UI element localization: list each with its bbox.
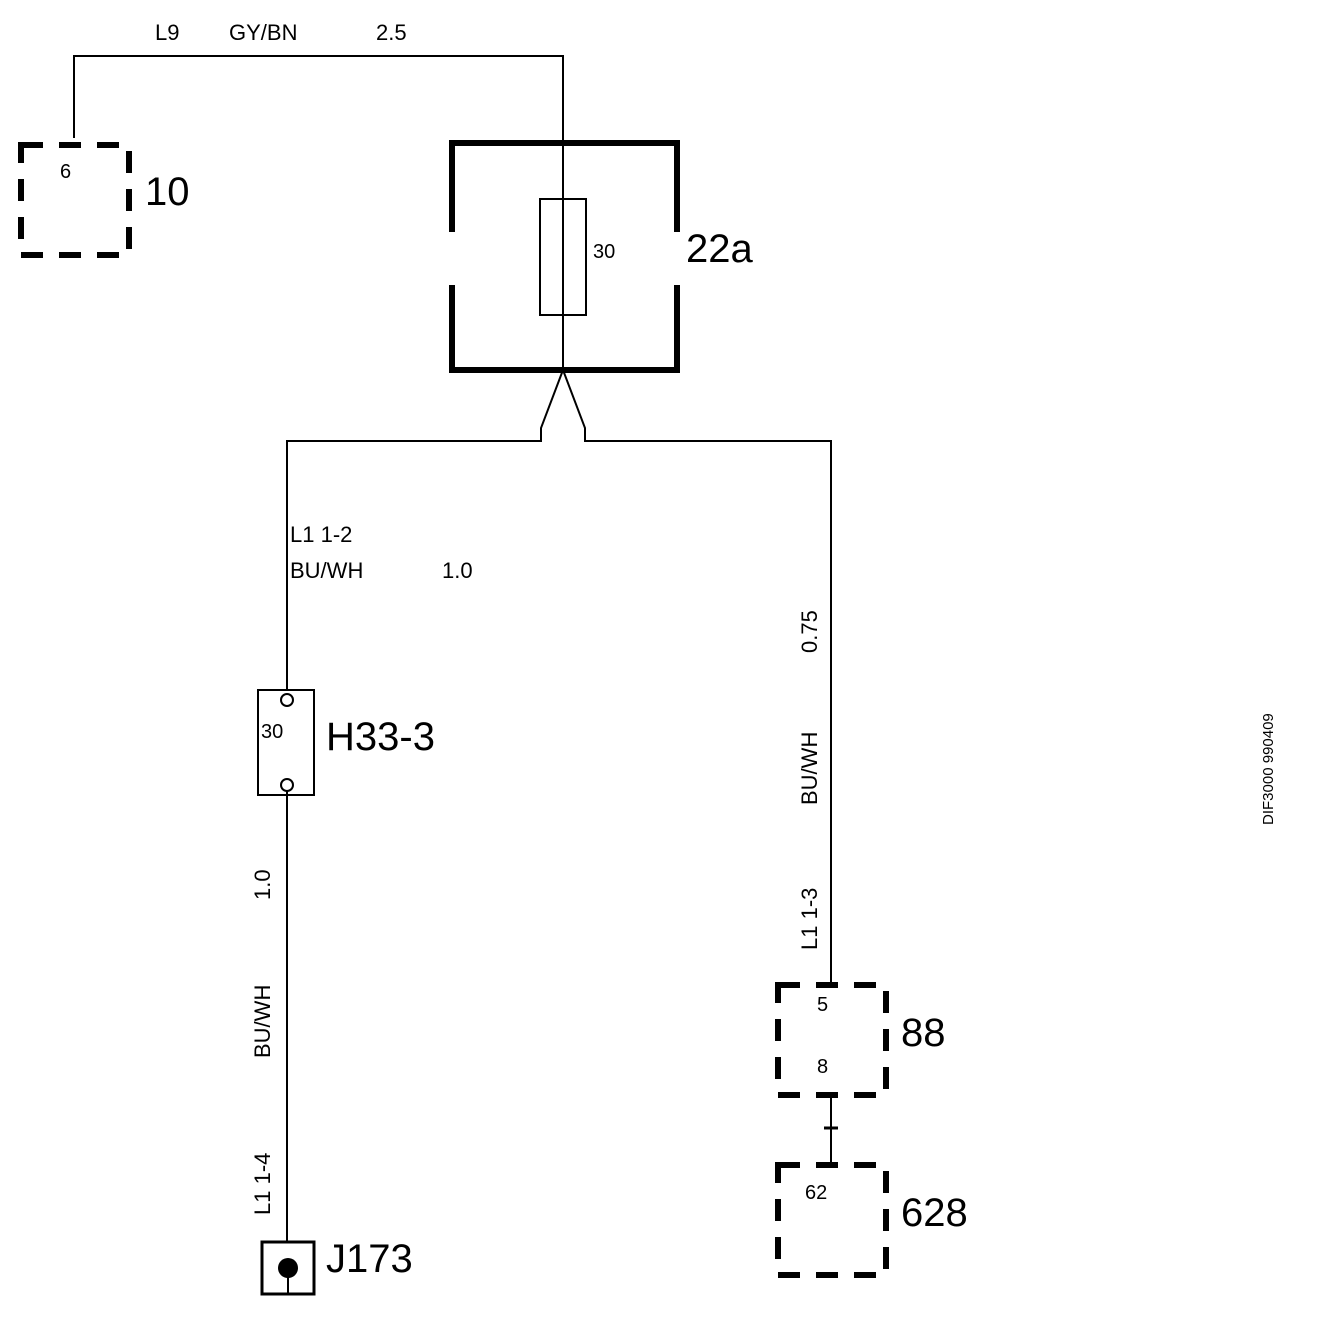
component-628-pin: 62 — [805, 1182, 827, 1204]
wire-13-color: BU/WH — [797, 732, 822, 805]
component-10-box — [18, 142, 132, 258]
fuse-h33-3-terminal-top — [280, 693, 294, 707]
wire-branch-left — [286, 369, 564, 692]
wire-branch-right — [562, 369, 832, 985]
wire-14-size: 1.0 — [250, 869, 275, 900]
fuse-22a-rating: 30 — [593, 241, 615, 263]
component-88-box — [775, 982, 889, 1098]
component-88-label: 88 — [901, 1011, 946, 1055]
ground-j173-label: J173 — [326, 1237, 413, 1281]
fuse-box-22a — [449, 140, 680, 373]
fuse-h33-3-rating: 30 — [261, 721, 283, 743]
component-10-pin: 6 — [60, 161, 71, 183]
wire-14-circuit: L1 1-4 — [250, 1153, 275, 1215]
wire-12-color: BU/WH — [290, 558, 363, 583]
wire-13-circuit: L1 1-3 — [797, 888, 822, 950]
document-code: DIF3000 990409 — [1260, 713, 1277, 825]
fuse-h33-3-terminal-bottom — [280, 778, 294, 792]
wire-14-color: BU/WH — [250, 985, 275, 1058]
fuse-box-22a-label: 22a — [686, 227, 753, 271]
component-88-pin-bottom: 8 — [817, 1056, 828, 1078]
component-628-box — [775, 1162, 889, 1278]
fuse-h33-3-label: H33-3 — [326, 715, 435, 759]
wire-l9-size: 2.5 — [376, 20, 407, 45]
wire-l9-circuit: L9 — [155, 20, 179, 45]
component-628-label: 628 — [901, 1191, 968, 1235]
wire-12-circuit: L1 1-2 — [290, 522, 352, 547]
wire-12-size: 1.0 — [442, 558, 473, 583]
wire-l9-color: GY/BN — [229, 20, 297, 45]
component-10-label: 10 — [145, 170, 190, 214]
wire-13-size: 0.75 — [797, 610, 822, 653]
component-88-pin-top: 5 — [817, 994, 828, 1016]
